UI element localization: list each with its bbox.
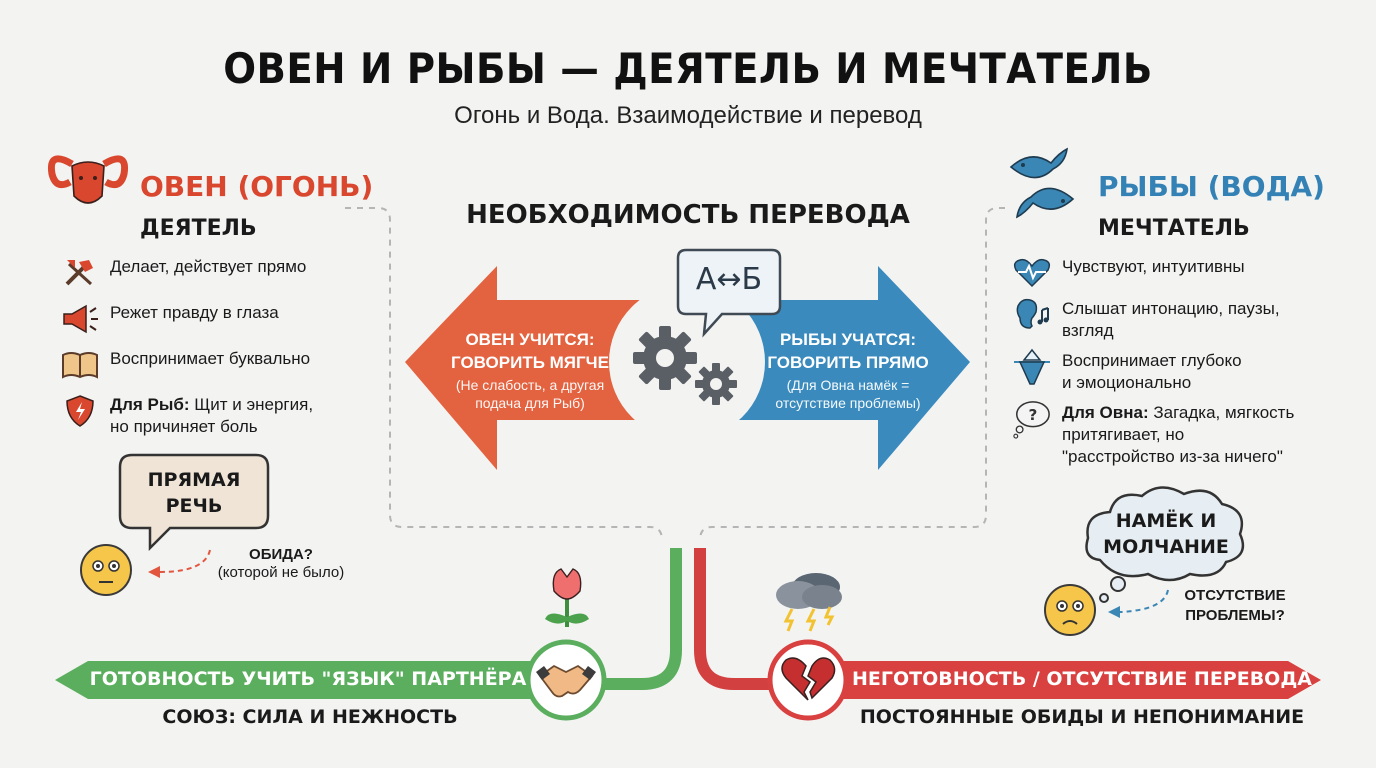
- fish-icon: [1009, 147, 1075, 219]
- reaction-arrow-left: [159, 549, 211, 573]
- reaction-arrow-right-head: [1108, 606, 1120, 618]
- broken-heart-icon: [781, 657, 836, 701]
- straight-speech-line1: ПРЯМАЯ: [147, 469, 241, 491]
- aries-trait-1: Делает, действует прямо: [60, 256, 380, 290]
- handshake-icon: [536, 664, 596, 698]
- hint-silence-text: НАМЁК И МОЛЧАНИЕ: [1088, 508, 1244, 560]
- aries-trait-1-text: Делает, действует прямо: [110, 257, 307, 276]
- readiness-bar-label: ГОТОВНОСТЬ УЧИТЬ "ЯЗЫК" ПАРТНЁРА: [89, 668, 527, 690]
- shield-icon: [60, 394, 100, 428]
- aries-reaction-note: (которой не было): [217, 564, 345, 581]
- green-bar: [55, 661, 560, 699]
- aries-trait-4-bold: Для Рыб:: [110, 395, 190, 414]
- aries-trait-4: Для Рыб: Щит и энергия, но причиняет боль: [60, 394, 380, 438]
- red-path: [694, 548, 780, 690]
- cloud-dot-1: [1110, 576, 1126, 592]
- aries-role: ДЕЯТЕЛЬ: [140, 216, 257, 241]
- unreadiness-bar-label: НЕГОТОВНОСТЬ / ОТСУТСТВИЕ ПЕРЕВОДА: [852, 668, 1312, 690]
- pisces-trait-3-line2: и эмоционально: [1062, 373, 1192, 392]
- pisces-learns-line2: ГОВОРИТЬ ПРЯМО: [767, 353, 929, 372]
- aries-learns-text: ОВЕН УЧИТСЯ: ГОВОРИТЬ МЯГЧЕ (Не слабость…: [430, 328, 630, 412]
- pisces-dashed-connector: [699, 207, 1005, 541]
- pisces-trait-2-line1: Слышат интонацию, паузы,: [1062, 299, 1280, 318]
- aries-trait-2: Режет правду в глаза: [60, 302, 380, 336]
- hint-silence-cloud: [1085, 486, 1245, 582]
- pisces-trait-3-line1: Воспринимает глубоко: [1062, 351, 1242, 370]
- pisces-reaction-line1: ОТСУТСТВИЕ: [1184, 587, 1286, 604]
- pisces-reaction: ОТСУТСТВИЕ ПРОБЛЕМЫ?: [1170, 586, 1300, 626]
- pisces-learns-text: РЫБЫ УЧАТСЯ: ГОВОРИТЬ ПРЯМО (Для Овна на…: [748, 328, 948, 412]
- hint-silence-line1: НАМЁК И: [1115, 510, 1217, 532]
- pisces-learns-line1: РЫБЫ УЧАТСЯ:: [779, 330, 917, 349]
- pisces-trait-2-text: Слышат интонацию, паузы, взгляд: [1062, 298, 1280, 342]
- aries-trait-3: Воспринимает буквально: [60, 348, 380, 382]
- pisces-trait-1-text: Чувствуют, интуитивны: [1062, 257, 1245, 276]
- straight-speech-text: ПРЯМАЯ РЕЧЬ: [120, 467, 268, 519]
- union-caption: СОЮЗ: СИЛА И НЕЖНОСТЬ: [162, 706, 458, 728]
- cloud-dot-2: [1099, 593, 1109, 603]
- pisces-role: МЕЧТАТЕЛЬ: [1098, 216, 1250, 241]
- aries-dashed-connector: [345, 207, 663, 541]
- page-subtitle: Огонь и Вода. Взаимодействие и перевод: [454, 102, 922, 129]
- pisces-trait-3: Воспринимает глубоко и эмоционально: [1012, 348, 1352, 394]
- pisces-traits-list: Чувствуют, интуитивны Слышат интонацию, …: [1012, 256, 1352, 468]
- aries-traits-list: Делает, действует прямо Режет правду в г…: [60, 256, 380, 438]
- aries-reaction-title: ОБИДА?: [249, 546, 313, 563]
- aries-learns-note2: подача для Рыб): [475, 395, 585, 411]
- pisces-trait-2: Слышат интонацию, паузы, взгляд: [1012, 298, 1352, 342]
- resentment-caption: ПОСТОЯННЫЕ ОБИДЫ И НЕПОНИМАНИЕ: [859, 706, 1305, 728]
- pisces-title: РЫБЫ (ВОДА): [1098, 170, 1325, 203]
- megaphone-icon: [60, 302, 100, 336]
- reaction-arrow-right: [1119, 589, 1169, 613]
- aries-trait-4-line2: но причиняет боль: [110, 417, 258, 436]
- reaction-arrow-left-head: [148, 566, 160, 578]
- ram-icon: [47, 155, 129, 204]
- hammer-icon: [60, 256, 100, 290]
- green-path: [590, 548, 682, 690]
- pisces-learns-arrow: [715, 266, 970, 470]
- pisces-trait-2-line2: взгляд: [1062, 321, 1114, 340]
- gears-icon: [633, 326, 737, 405]
- pisces-learns-note1: (Для Овна намёк =: [786, 377, 910, 393]
- book-icon: [60, 348, 100, 382]
- pisces-trait-1: Чувствуют, интуитивны: [1012, 256, 1352, 290]
- hint-silence-line2: МОЛЧАНИЕ: [1103, 536, 1229, 558]
- pisces-learns-note2: отсутствие проблемы): [775, 395, 921, 411]
- translate-label: А↔Б: [695, 262, 763, 297]
- thought-question-icon: ?: [1012, 401, 1052, 439]
- straight-speech-line2: РЕЧЬ: [165, 495, 223, 517]
- pisces-trait-4-line3: "расстройство из-за ничего": [1062, 447, 1283, 466]
- aries-learns-line1: ОВЕН УЧИТСЯ:: [465, 330, 595, 349]
- iceberg-icon: [1012, 348, 1052, 385]
- pisces-trait-3-text: Воспринимает глубоко и эмоционально: [1062, 350, 1242, 394]
- storm-cloud-icon: [776, 573, 842, 632]
- worried-face-icon: [80, 544, 132, 596]
- aries-trait-4-text: Для Рыб: Щит и энергия, но причиняет боль: [110, 394, 313, 438]
- pisces-reaction-line2: ПРОБЛЕМЫ?: [1185, 607, 1285, 624]
- translation-heading: НЕОБХОДИМОСТЬ ПЕРЕВОДА: [466, 200, 910, 230]
- translate-bubble: [676, 248, 782, 338]
- aries-trait-4-line1: Щит и энергия,: [189, 395, 314, 414]
- heartbeat-icon: [1012, 256, 1052, 290]
- aries-trait-3-text: Воспринимает буквально: [110, 349, 311, 368]
- pisces-trait-4-text: Для Овна: Загадка, мягкость притягивает, …: [1062, 402, 1294, 468]
- ear-icon: [1012, 298, 1052, 332]
- red-bar: [815, 661, 1321, 699]
- aries-learns-line2: ГОВОРИТЬ МЯГЧЕ: [451, 353, 609, 372]
- flower-icon: [545, 568, 589, 627]
- svg-text:?: ?: [1029, 406, 1038, 424]
- pisces-trait-4: ? Для Овна: Загадка, мягкость притягивает…: [1012, 401, 1352, 468]
- aries-trait-2-text: Режет правду в глаза: [110, 303, 279, 322]
- aries-title: ОВЕН (ОГОНЬ): [140, 170, 374, 203]
- concerned-face-icon: [1044, 584, 1096, 636]
- pisces-trait-4-line1: Загадка, мягкость: [1148, 403, 1295, 422]
- aries-reaction: ОБИДА? (которой не было): [196, 546, 366, 582]
- aries-learns-arrow: [405, 266, 660, 470]
- pisces-trait-4-bold: Для Овна:: [1062, 403, 1149, 422]
- pisces-trait-4-line2: притягивает, но: [1062, 425, 1185, 444]
- straight-speech-bubble: [118, 453, 270, 552]
- aries-learns-note1: (Не слабость, а другая: [455, 377, 605, 393]
- page-title: ОВЕН И РЫБЫ — ДЕЯТЕЛЬ И МЕЧТАТЕЛЬ: [223, 44, 1153, 93]
